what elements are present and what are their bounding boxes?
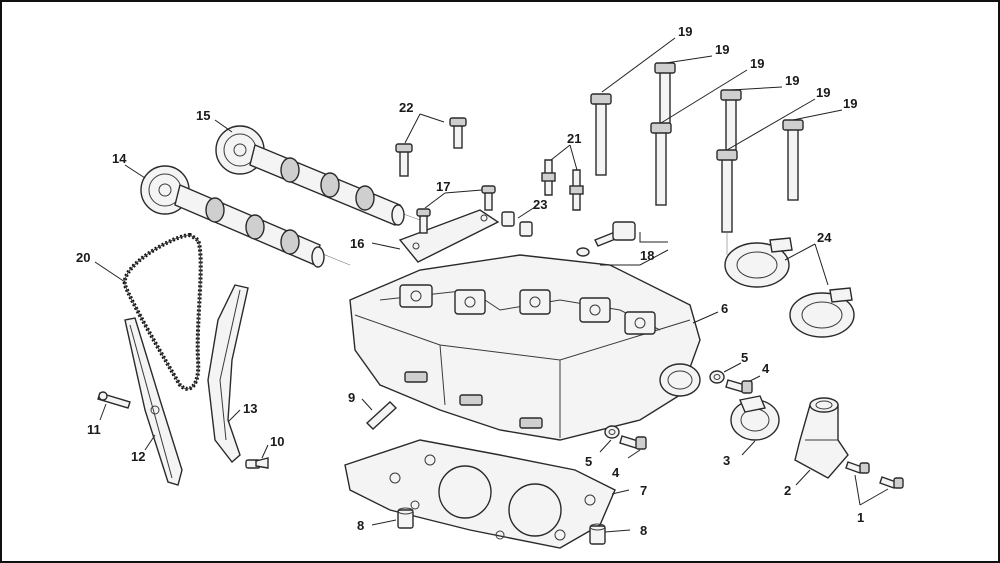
- cover-plate-screws: [416, 185, 496, 234]
- head-bolt: [716, 149, 738, 233]
- head-bolt: [590, 93, 612, 176]
- cylinder-head: [349, 254, 701, 441]
- callout-18: 18: [640, 248, 654, 263]
- washer-lower: [604, 425, 620, 439]
- elbow-bolts: [845, 461, 904, 489]
- head-dowel: [365, 401, 398, 430]
- callout-15: 15: [196, 108, 210, 123]
- bolt-upper: [725, 379, 753, 394]
- callout-3: 3: [723, 453, 730, 468]
- callout-5-upper: 5: [741, 350, 748, 365]
- callout-24: 24: [817, 230, 832, 245]
- callout-19-b: 19: [715, 42, 729, 57]
- chain-guide-fixed: [124, 317, 183, 486]
- tensioner-guide-bolt: [245, 457, 269, 469]
- leader-lines: [94, 37, 889, 533]
- callout-8-left: 8: [357, 518, 364, 533]
- head-bolt: [720, 89, 742, 153]
- dowel-pins: [501, 211, 533, 237]
- washer-upper: [709, 370, 725, 384]
- breather-cover-plate: [398, 209, 500, 263]
- callout-23: 23: [533, 197, 547, 212]
- callout-10: 10: [270, 434, 284, 449]
- callout-16: 16: [350, 236, 364, 251]
- exhaust-camshaft: [215, 125, 421, 226]
- callout-12: 12: [131, 449, 145, 464]
- callout-8-right: 8: [640, 523, 647, 538]
- callout-19-e: 19: [816, 85, 830, 100]
- gasket-dowel-right: [589, 523, 606, 545]
- head-bolts: [590, 62, 804, 255]
- spark-plugs: [541, 159, 584, 211]
- head-bolt: [782, 119, 804, 201]
- callout-19-f: 19: [843, 96, 857, 111]
- thermostat-housing: [730, 395, 780, 441]
- chain-tensioner-guide: [207, 284, 249, 464]
- intake-camshaft: [140, 165, 351, 268]
- callout-labels: 1 2 3 4 4 5 5 6 7 8 8 9 10 11 12 13 14 1…: [76, 24, 864, 538]
- intake-boot-lower: [789, 287, 855, 338]
- bolt-lower: [619, 435, 647, 450]
- callout-21: 21: [567, 131, 581, 146]
- callout-13: 13: [243, 401, 257, 416]
- callout-9: 9: [348, 390, 355, 405]
- callout-4-upper: 4: [762, 361, 770, 376]
- water-outlet-elbow: [794, 397, 849, 479]
- head-side-ports: [404, 371, 543, 429]
- callout-20: 20: [76, 250, 90, 265]
- callout-6: 6: [721, 301, 728, 316]
- callout-2: 2: [784, 483, 791, 498]
- callout-4-lower: 4: [612, 465, 620, 480]
- callout-19-a: 19: [678, 24, 692, 39]
- gasket-dowel-left: [397, 507, 414, 529]
- head-gasket: [344, 439, 616, 549]
- intake-boot-upper: [724, 237, 793, 288]
- temperature-sensor: [576, 221, 636, 257]
- guide-pivot-bolt: [97, 391, 131, 409]
- callout-1: 1: [857, 510, 864, 525]
- callout-5-lower: 5: [585, 454, 592, 469]
- timing-chain: [122, 232, 203, 391]
- callout-11: 11: [87, 422, 101, 437]
- callout-14: 14: [112, 151, 127, 166]
- cover-screws: [395, 117, 467, 177]
- callout-19-c: 19: [750, 56, 764, 71]
- thermostat-seat: [659, 363, 701, 397]
- callout-19-d: 19: [785, 73, 799, 88]
- callout-22: 22: [399, 100, 413, 115]
- cam-bearing-caps: [399, 284, 656, 335]
- callout-7: 7: [640, 483, 647, 498]
- head-bolt: [650, 122, 672, 206]
- callout-17: 17: [436, 179, 450, 194]
